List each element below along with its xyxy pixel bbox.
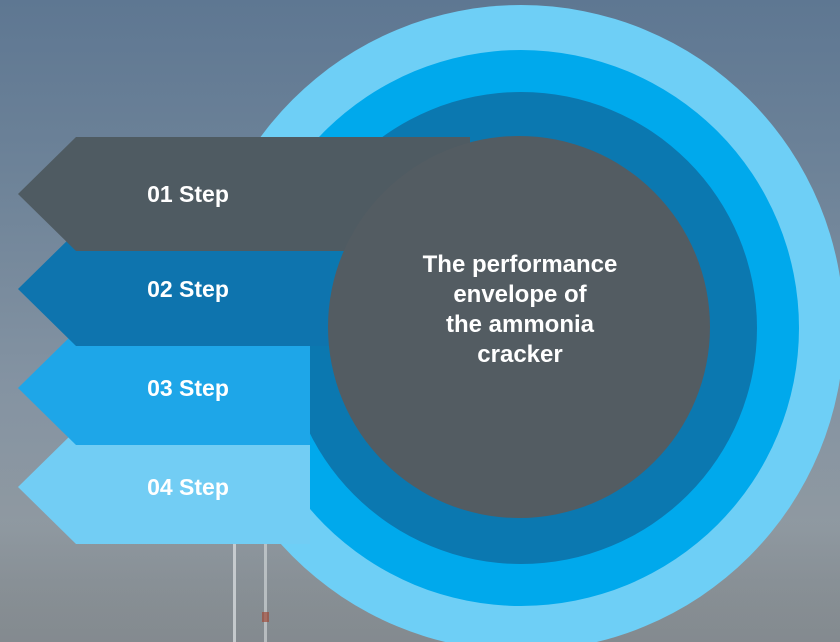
core-circle bbox=[328, 136, 710, 518]
wind-turbine-marker bbox=[262, 612, 269, 622]
step-arrow-01: 01 Step bbox=[18, 137, 470, 251]
step-label-03: 03 Step bbox=[147, 375, 229, 401]
step-label-04: 04 Step bbox=[147, 474, 229, 500]
step-arrow-02: 02 Step bbox=[18, 232, 330, 346]
step-label-01: 01 Step bbox=[147, 181, 229, 207]
wind-turbine-tower bbox=[233, 520, 236, 642]
center-title: The performance envelope of the ammonia … bbox=[422, 251, 618, 368]
step-arrow-04: 04 Step bbox=[18, 430, 310, 544]
wind-turbine-tower bbox=[264, 535, 267, 642]
step-arrow-03: 03 Step bbox=[18, 331, 310, 445]
step-label-02: 02 Step bbox=[147, 276, 229, 302]
